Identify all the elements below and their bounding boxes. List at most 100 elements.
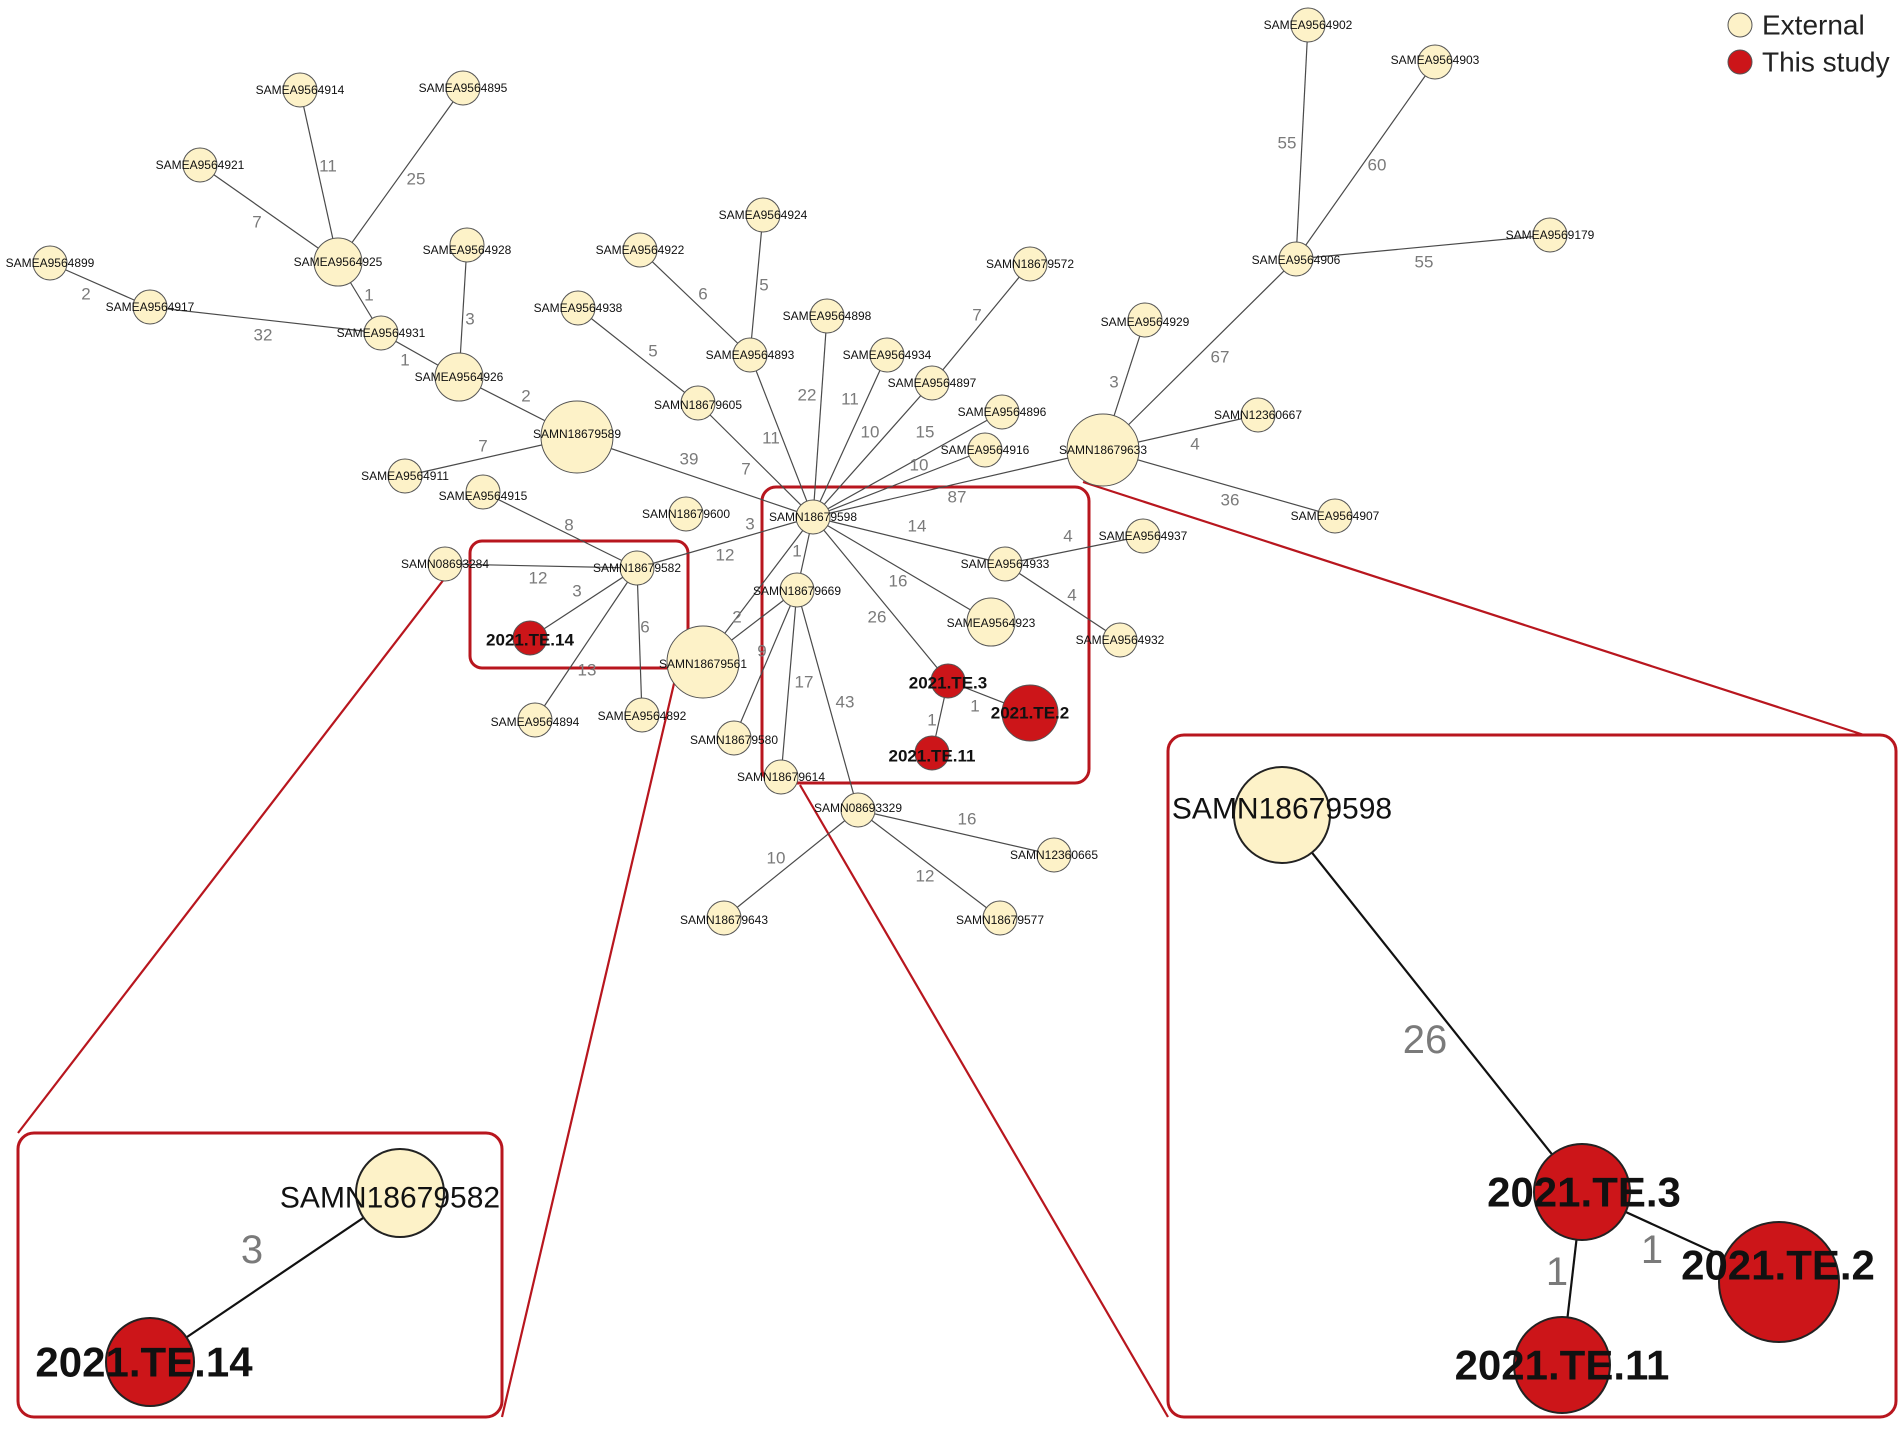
node-samea9564933 [987,546,1023,582]
edge-weight-label: 11 [319,157,337,176]
node-samea9564937 [1125,518,1161,554]
node-label-samn18679605: SAMN18679605 [654,398,742,412]
node-label-samea9564903: SAMEA9564903 [1391,53,1480,67]
node-label-samn18679580: SAMN18679580 [690,733,778,747]
node-label-samn18679633: SAMN18679633 [1059,443,1147,457]
node-samn18679669 [779,572,815,608]
legend: External This study [1727,10,1890,78]
node-label-samn18679561: SAMN18679561 [659,657,747,671]
edge-weight-label: 67 [1211,348,1230,367]
node-label-samea9564915: SAMEA9564915 [439,489,528,503]
node-label-samea9564898: SAMEA9564898 [783,309,872,323]
edge-samn18679605-to-samn18679598 [697,402,814,518]
node-label-samea9564933: SAMEA9564933 [961,557,1050,571]
node-label-samea9564899: SAMEA9564899 [6,256,95,270]
edge-samea9564934-to-samn18679598 [812,354,888,518]
edge-samn18679669-to-samn18679614 [780,589,798,778]
edge-samea9564917-to-samea9564931 [149,306,382,334]
edge-samn18679582-to-samn18679598 [636,516,814,569]
zoom-connector-line [17,573,449,1134]
node-samn18679600 [668,496,704,532]
node-samea9564914 [282,72,318,108]
node-label-samea9564924: SAMEA9564924 [719,208,808,222]
inset-node-2021-te-14 [105,1317,195,1407]
inset-panel-right: 2611SAMN186795982021.TE.32021.TE.22021.T… [1166,733,1898,1419]
edge-weight-label: 22 [798,386,817,405]
edge-weight-label: 6 [698,285,707,304]
node-label-samea9564934: SAMEA9564934 [843,348,932,362]
zoom-connector-line [799,784,1169,1418]
node-label-samn18679572: SAMN18679572 [986,257,1074,271]
edge-weight-label: 55 [1278,134,1297,153]
edge-weight-label: 8 [564,516,573,535]
edge-samea9564924-to-samea9564893 [749,214,764,356]
edge-samea9564915-to-samn18679582 [482,491,638,569]
edge-samea9564921-to-samea9564925 [199,164,339,263]
node-label-2021-te-2: 2021.TE.2 [991,704,1069,723]
edge-weight-label: 3 [572,582,581,601]
node-label-samn08693329: SAMN08693329 [814,801,902,815]
edge-samea9564893-to-samn18679598 [749,354,814,518]
node-samea9564922 [622,232,658,268]
inset-edge-samn18679582-to-2021-te-14 [149,1192,401,1363]
edge-weight-label: 4 [1063,527,1072,546]
edge-samn18679633-to-samn18679598 [812,449,1104,518]
edge-weight-label: 7 [478,437,487,456]
node-label-samea9569179: SAMEA9569179 [1506,228,1595,242]
edge-weight-label: 1 [792,542,801,561]
edge-samea9564903-to-samea9564906 [1295,61,1436,260]
node-samea9564925 [313,237,363,287]
highlight-boxes [468,485,1091,785]
node-label-samn12360665: SAMN12360665 [1010,848,1098,862]
edge-weight-label: 11 [762,429,780,448]
node-samea9564898 [809,298,845,334]
node-samn18679577 [982,900,1018,936]
node-samea9564899 [32,245,68,281]
inset-node-label-2021-te-2: 2021.TE.2 [1681,1242,1875,1289]
node-samea9564894 [517,702,553,738]
highlight-box-left [468,539,690,670]
edge-samea9564898-to-samn18679598 [812,315,828,518]
inset-frame-right [1166,733,1898,1419]
inset-node-2021-te-3 [1533,1143,1631,1241]
node-samn18679580 [716,720,752,756]
legend-external-swatch [1727,12,1753,38]
inset-node-label-samn18679598: SAMN18679598 [1172,793,1392,826]
edge-weight-label: 55 [1415,253,1434,272]
edge-samn08693329-to-samn12360665 [857,809,1055,856]
edge-weight-label: 2 [732,608,741,627]
edge-samea9564933-to-samea9564932 [1004,563,1121,641]
edge-weight-label: 3 [745,515,754,534]
node-samea9564907 [1317,498,1353,534]
edge-weight-label: 5 [759,276,768,295]
edge-samea9564906-to-samn18679633 [1102,258,1297,451]
edge-weight-label: 32 [254,326,273,345]
node-samn18679598 [795,499,831,535]
node-label-samea9564893: SAMEA9564893 [706,348,795,362]
edge-weight-label: 16 [958,810,977,829]
inset-node-label-2021-te-3: 2021.TE.3 [1487,1169,1681,1216]
node-label-samea9564914: SAMEA9564914 [256,83,345,97]
node-samea9564917 [132,289,168,325]
node-samea9564924 [745,197,781,233]
edge-samea9564916-to-samn18679598 [812,449,986,518]
node-label-samea9564929: SAMEA9564929 [1101,315,1190,329]
node-label-samea9564896: SAMEA9564896 [958,405,1047,419]
node-samn18679633 [1066,413,1140,487]
inset-edge-weight-label: 1 [1641,1228,1663,1272]
edge-samea9564895-to-samea9564925 [337,87,464,263]
inset-edge-weight-label: 3 [241,1228,263,1272]
node-2021-te-3 [930,663,966,699]
node-label-samn18679598: SAMN18679598 [769,510,857,524]
node-samea9564928 [449,227,485,263]
node-samea9564896 [984,394,1020,430]
edge-weight-label: 17 [795,673,814,692]
node-label-2021-te-3: 2021.TE.3 [909,674,987,693]
node-samn18679582 [619,550,655,586]
inset-edge-samn18679598-to-2021-te-3 [1281,814,1583,1193]
node-samn18679561 [666,625,740,699]
edge-weight-label: 9 [757,642,766,661]
zoom-connectors [17,480,1865,1418]
